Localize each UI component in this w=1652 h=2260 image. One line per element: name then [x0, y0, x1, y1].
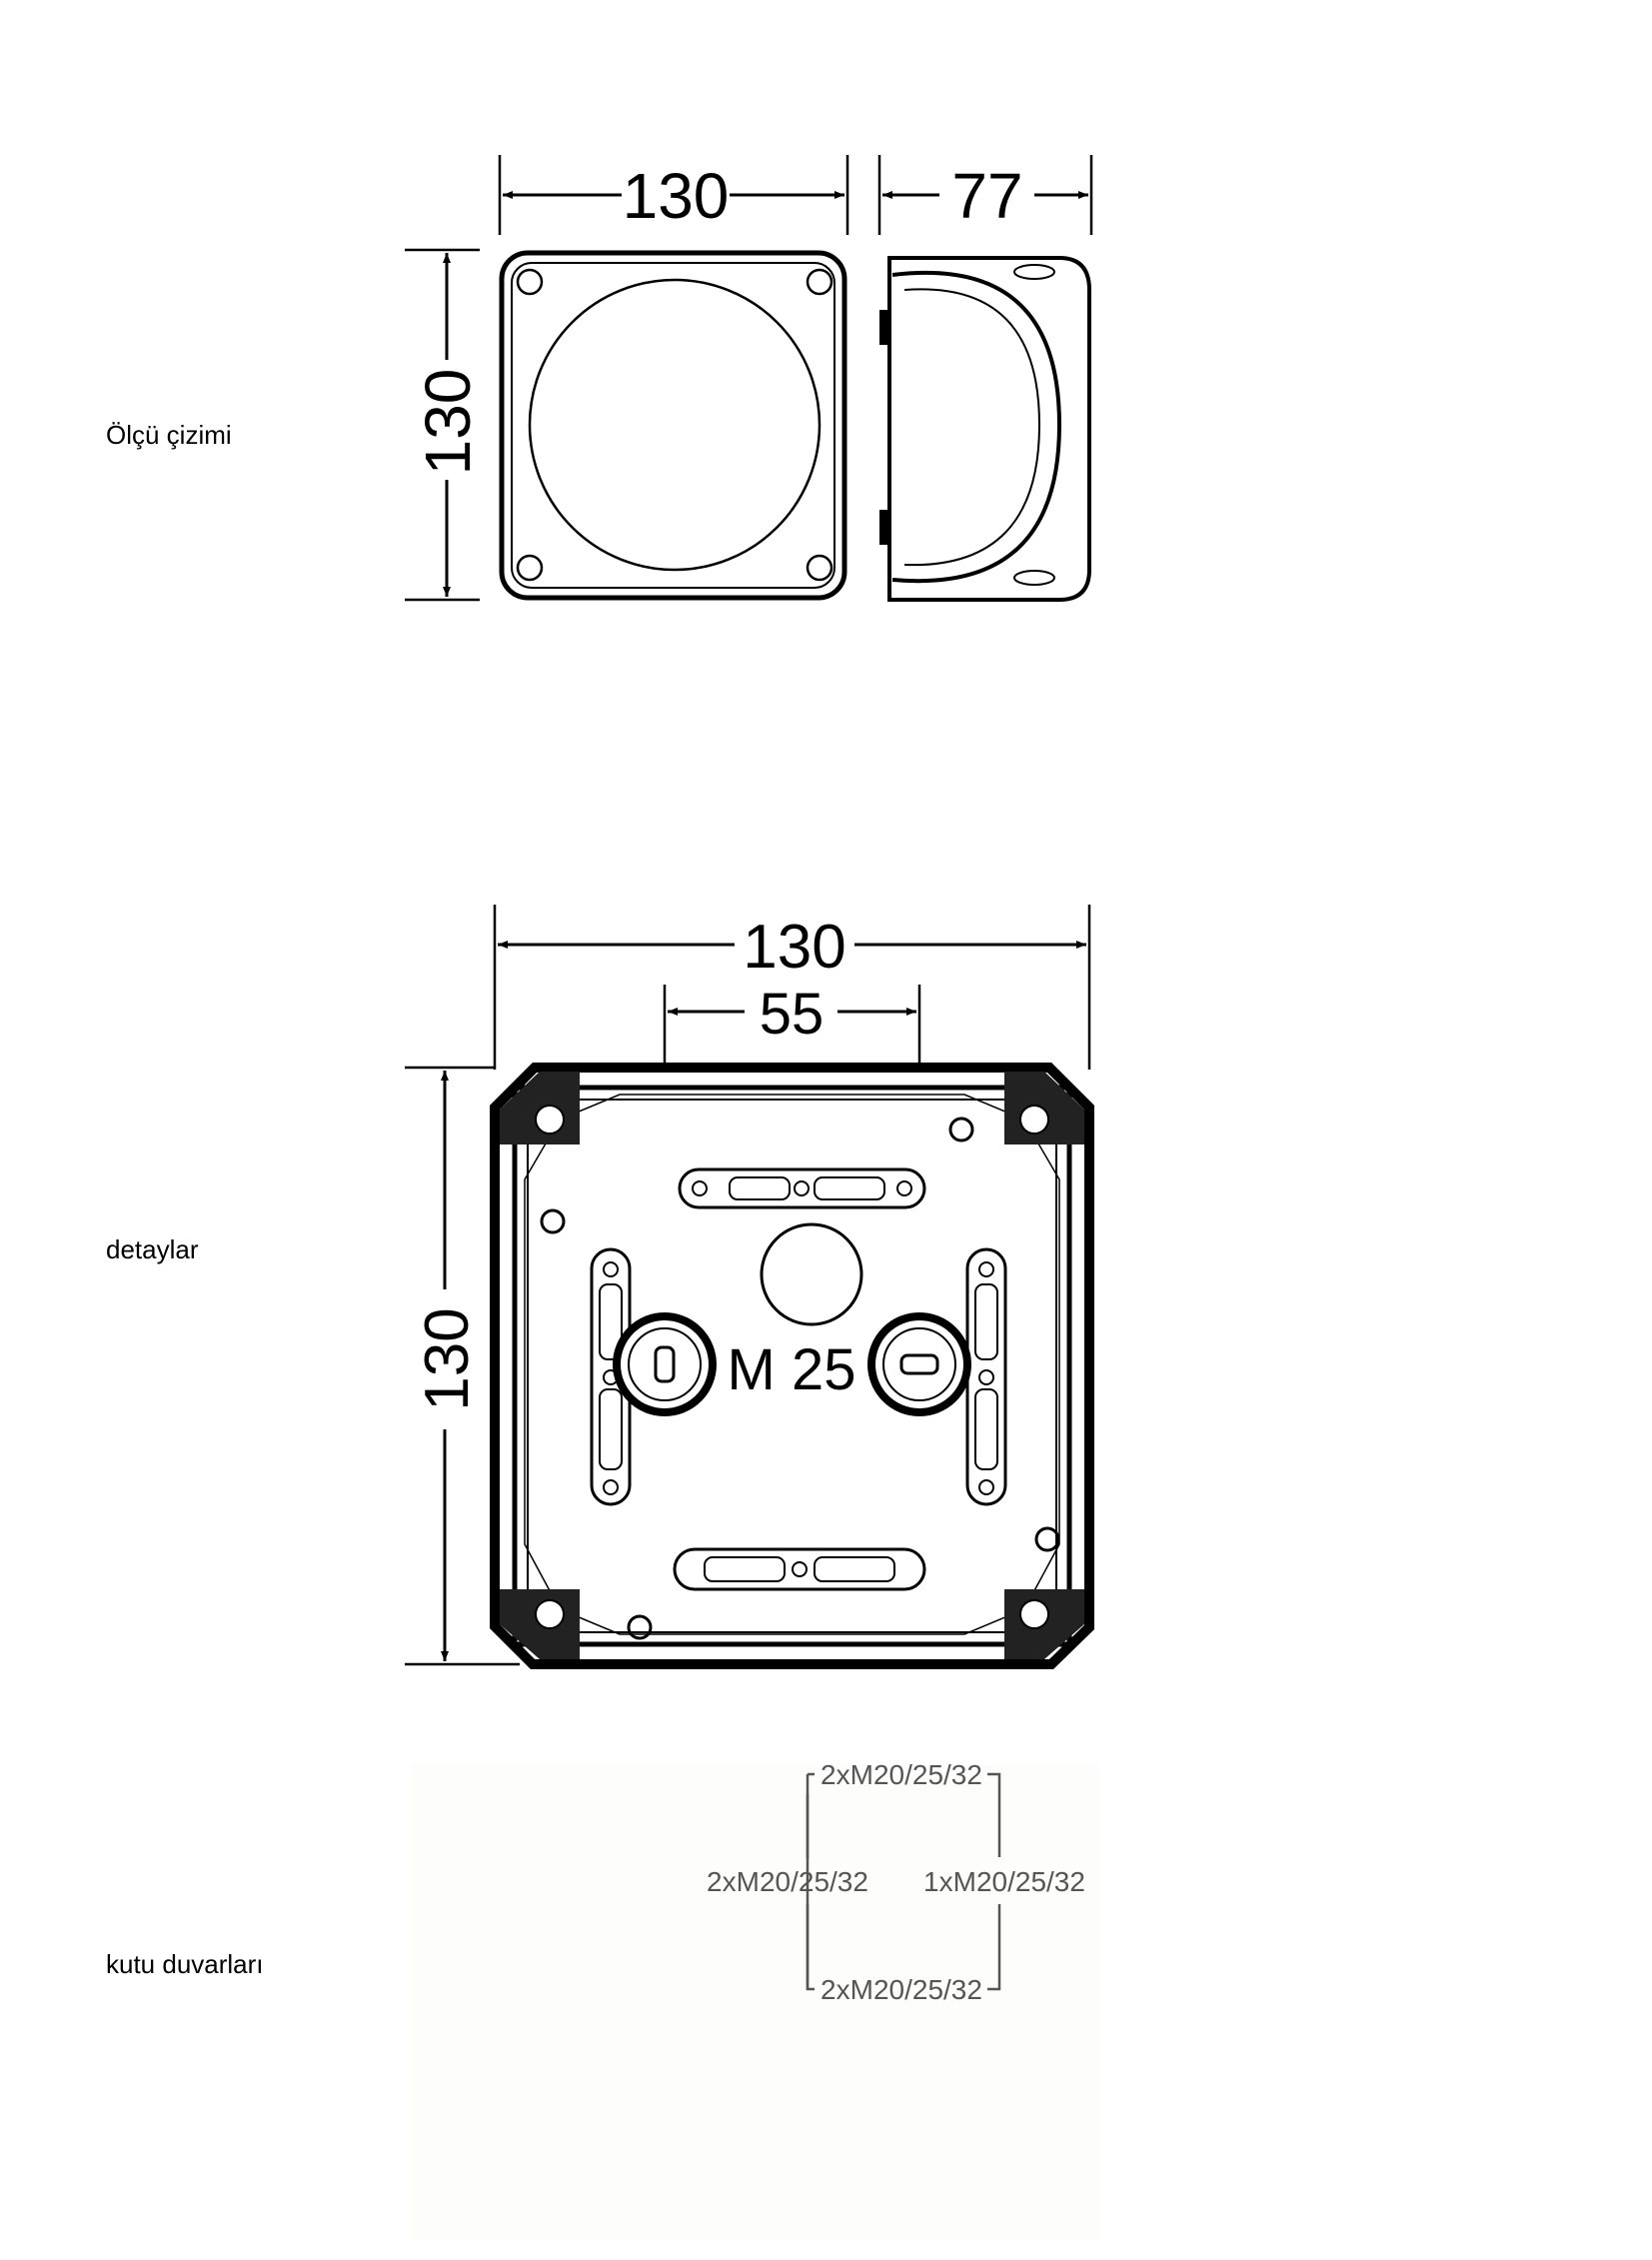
hole-spacing-dimension-text: 55 [760, 982, 825, 1047]
walls-panel-background [410, 1764, 1099, 2239]
dimension-drawing-label: Ölçü çizimi [106, 420, 232, 450]
base-height-dimension-text: 130 [413, 1307, 482, 1410]
wall-right-label: 1xM20/25/32 [923, 1866, 1085, 1897]
height-dimension-text: 130 [412, 369, 484, 476]
side-view-drawing: 77 [877, 155, 1093, 602]
depth-dimension-text: 77 [951, 160, 1022, 232]
base-width-dimension-text: 130 [743, 913, 845, 982]
width-dimension-text: 130 [623, 160, 730, 232]
box-walls-diagram: 2xM20/25/32 2xM20/25/32 1xM20/25/32 2xM2… [707, 1759, 1085, 2005]
details-label: detaylar [106, 1234, 199, 1264]
wall-bottom-label: 2xM20/25/32 [821, 1974, 982, 2005]
wall-left-label: 2xM20/25/32 [707, 1866, 868, 1897]
thread-size-label: M 25 [728, 1337, 856, 1402]
base-detail-drawing: 130 55 130 [405, 905, 1094, 1669]
front-view-drawing: 130 130 [405, 155, 849, 602]
wall-top-label: 2xM20/25/32 [821, 1759, 982, 1790]
box-walls-label: kutu duvarları [106, 1949, 264, 1979]
